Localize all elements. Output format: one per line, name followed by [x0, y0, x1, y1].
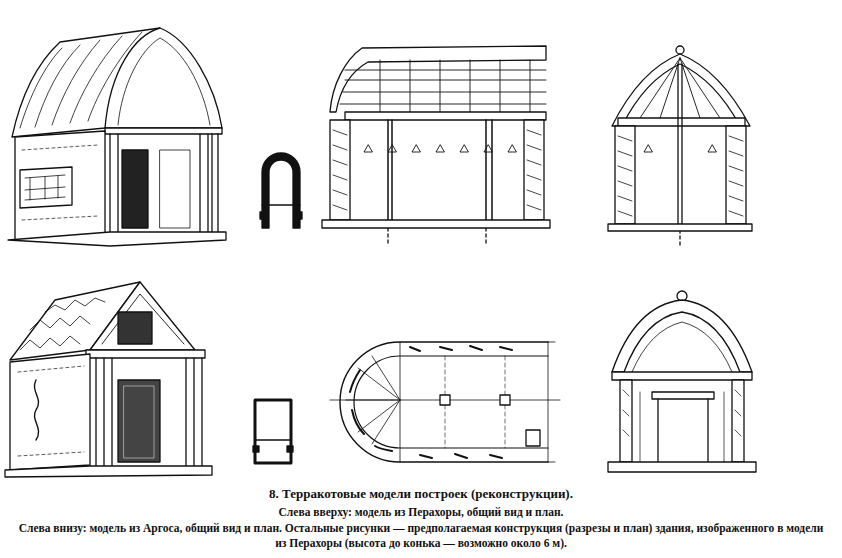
- line-art: [615, 126, 635, 224]
- line-art: [618, 136, 632, 216]
- line-art: [364, 145, 516, 152]
- argos-model: [5, 282, 212, 477]
- illustration: [0, 0, 842, 480]
- line-art: [102, 294, 184, 344]
- line-art: [330, 120, 350, 220]
- line-art: [253, 446, 259, 452]
- line-art: [255, 400, 291, 463]
- line-art: [105, 28, 222, 128]
- line-art: [678, 64, 682, 224]
- line-art: [640, 392, 724, 462]
- line-art: [340, 70, 546, 104]
- line-art: [400, 342, 401, 462]
- line-art: [25, 175, 65, 200]
- line-art: [440, 395, 450, 405]
- line-art: [676, 46, 684, 54]
- line-art: [608, 462, 756, 472]
- line-art: [118, 380, 160, 462]
- line-art: [652, 392, 714, 399]
- cross-section: [608, 46, 752, 245]
- line-art: [380, 60, 530, 112]
- perachora-model: [8, 28, 226, 246]
- line-art: [18, 366, 84, 456]
- line-art: [295, 212, 302, 219]
- line-art: [262, 204, 300, 205]
- line-art: [96, 358, 202, 466]
- line-art: [354, 356, 548, 448]
- line-art: [20, 298, 105, 350]
- line-art: [118, 38, 210, 125]
- line-art: [20, 167, 72, 208]
- line-art: [388, 120, 492, 222]
- line-art: [500, 395, 510, 405]
- line-art: [612, 372, 752, 380]
- line-art: [118, 312, 152, 344]
- line-art: [330, 46, 546, 112]
- line-art: [340, 342, 548, 462]
- apsidal-plan: [330, 342, 560, 462]
- line-art: [124, 386, 154, 458]
- line-art: [612, 54, 750, 126]
- line-art: [445, 356, 505, 448]
- line-art: [333, 130, 347, 210]
- front-elevation: [608, 291, 756, 472]
- line-art: [524, 120, 544, 220]
- line-art: [287, 446, 293, 452]
- line-art: [110, 134, 218, 232]
- argos-plan: [253, 400, 293, 463]
- line-art: [527, 130, 541, 210]
- line-art: [632, 322, 732, 372]
- line-art: [612, 300, 752, 372]
- line-art: [105, 128, 222, 134]
- figure-title: 8. Терракотовые модели построек (реконст…: [0, 486, 842, 502]
- line-art: [160, 150, 190, 228]
- line-art: [22, 145, 98, 220]
- line-art: [346, 356, 400, 444]
- line-art: [15, 131, 105, 240]
- line-art: [122, 150, 148, 228]
- line-art: [262, 153, 300, 228]
- line-art: [623, 390, 741, 436]
- long-section: [322, 46, 550, 245]
- line-art: [729, 136, 743, 216]
- line-art: [620, 380, 744, 462]
- line-art: [90, 282, 195, 350]
- line-art: [548, 342, 555, 462]
- caption-text: Слева внизу: модель из Аргоса, общий вид…: [16, 521, 826, 551]
- line-art: [608, 224, 752, 231]
- line-art: [260, 212, 267, 219]
- line-art: [86, 350, 205, 358]
- perachora-plan: [260, 153, 302, 228]
- line-art: [658, 399, 708, 462]
- line-art: [10, 354, 90, 470]
- figure-caption: Слева вверху: модель из Перахоры, общий …: [10, 505, 832, 520]
- line-art: [526, 430, 540, 446]
- line-art: [255, 439, 291, 440]
- line-art: [322, 220, 550, 228]
- line-art: [34, 380, 38, 440]
- line-art: [726, 126, 746, 224]
- line-art: [345, 112, 546, 120]
- line-art: [8, 232, 226, 246]
- line-art: [644, 145, 716, 152]
- line-art: [350, 346, 512, 458]
- line-art: [640, 58, 720, 118]
- line-art: [5, 466, 212, 477]
